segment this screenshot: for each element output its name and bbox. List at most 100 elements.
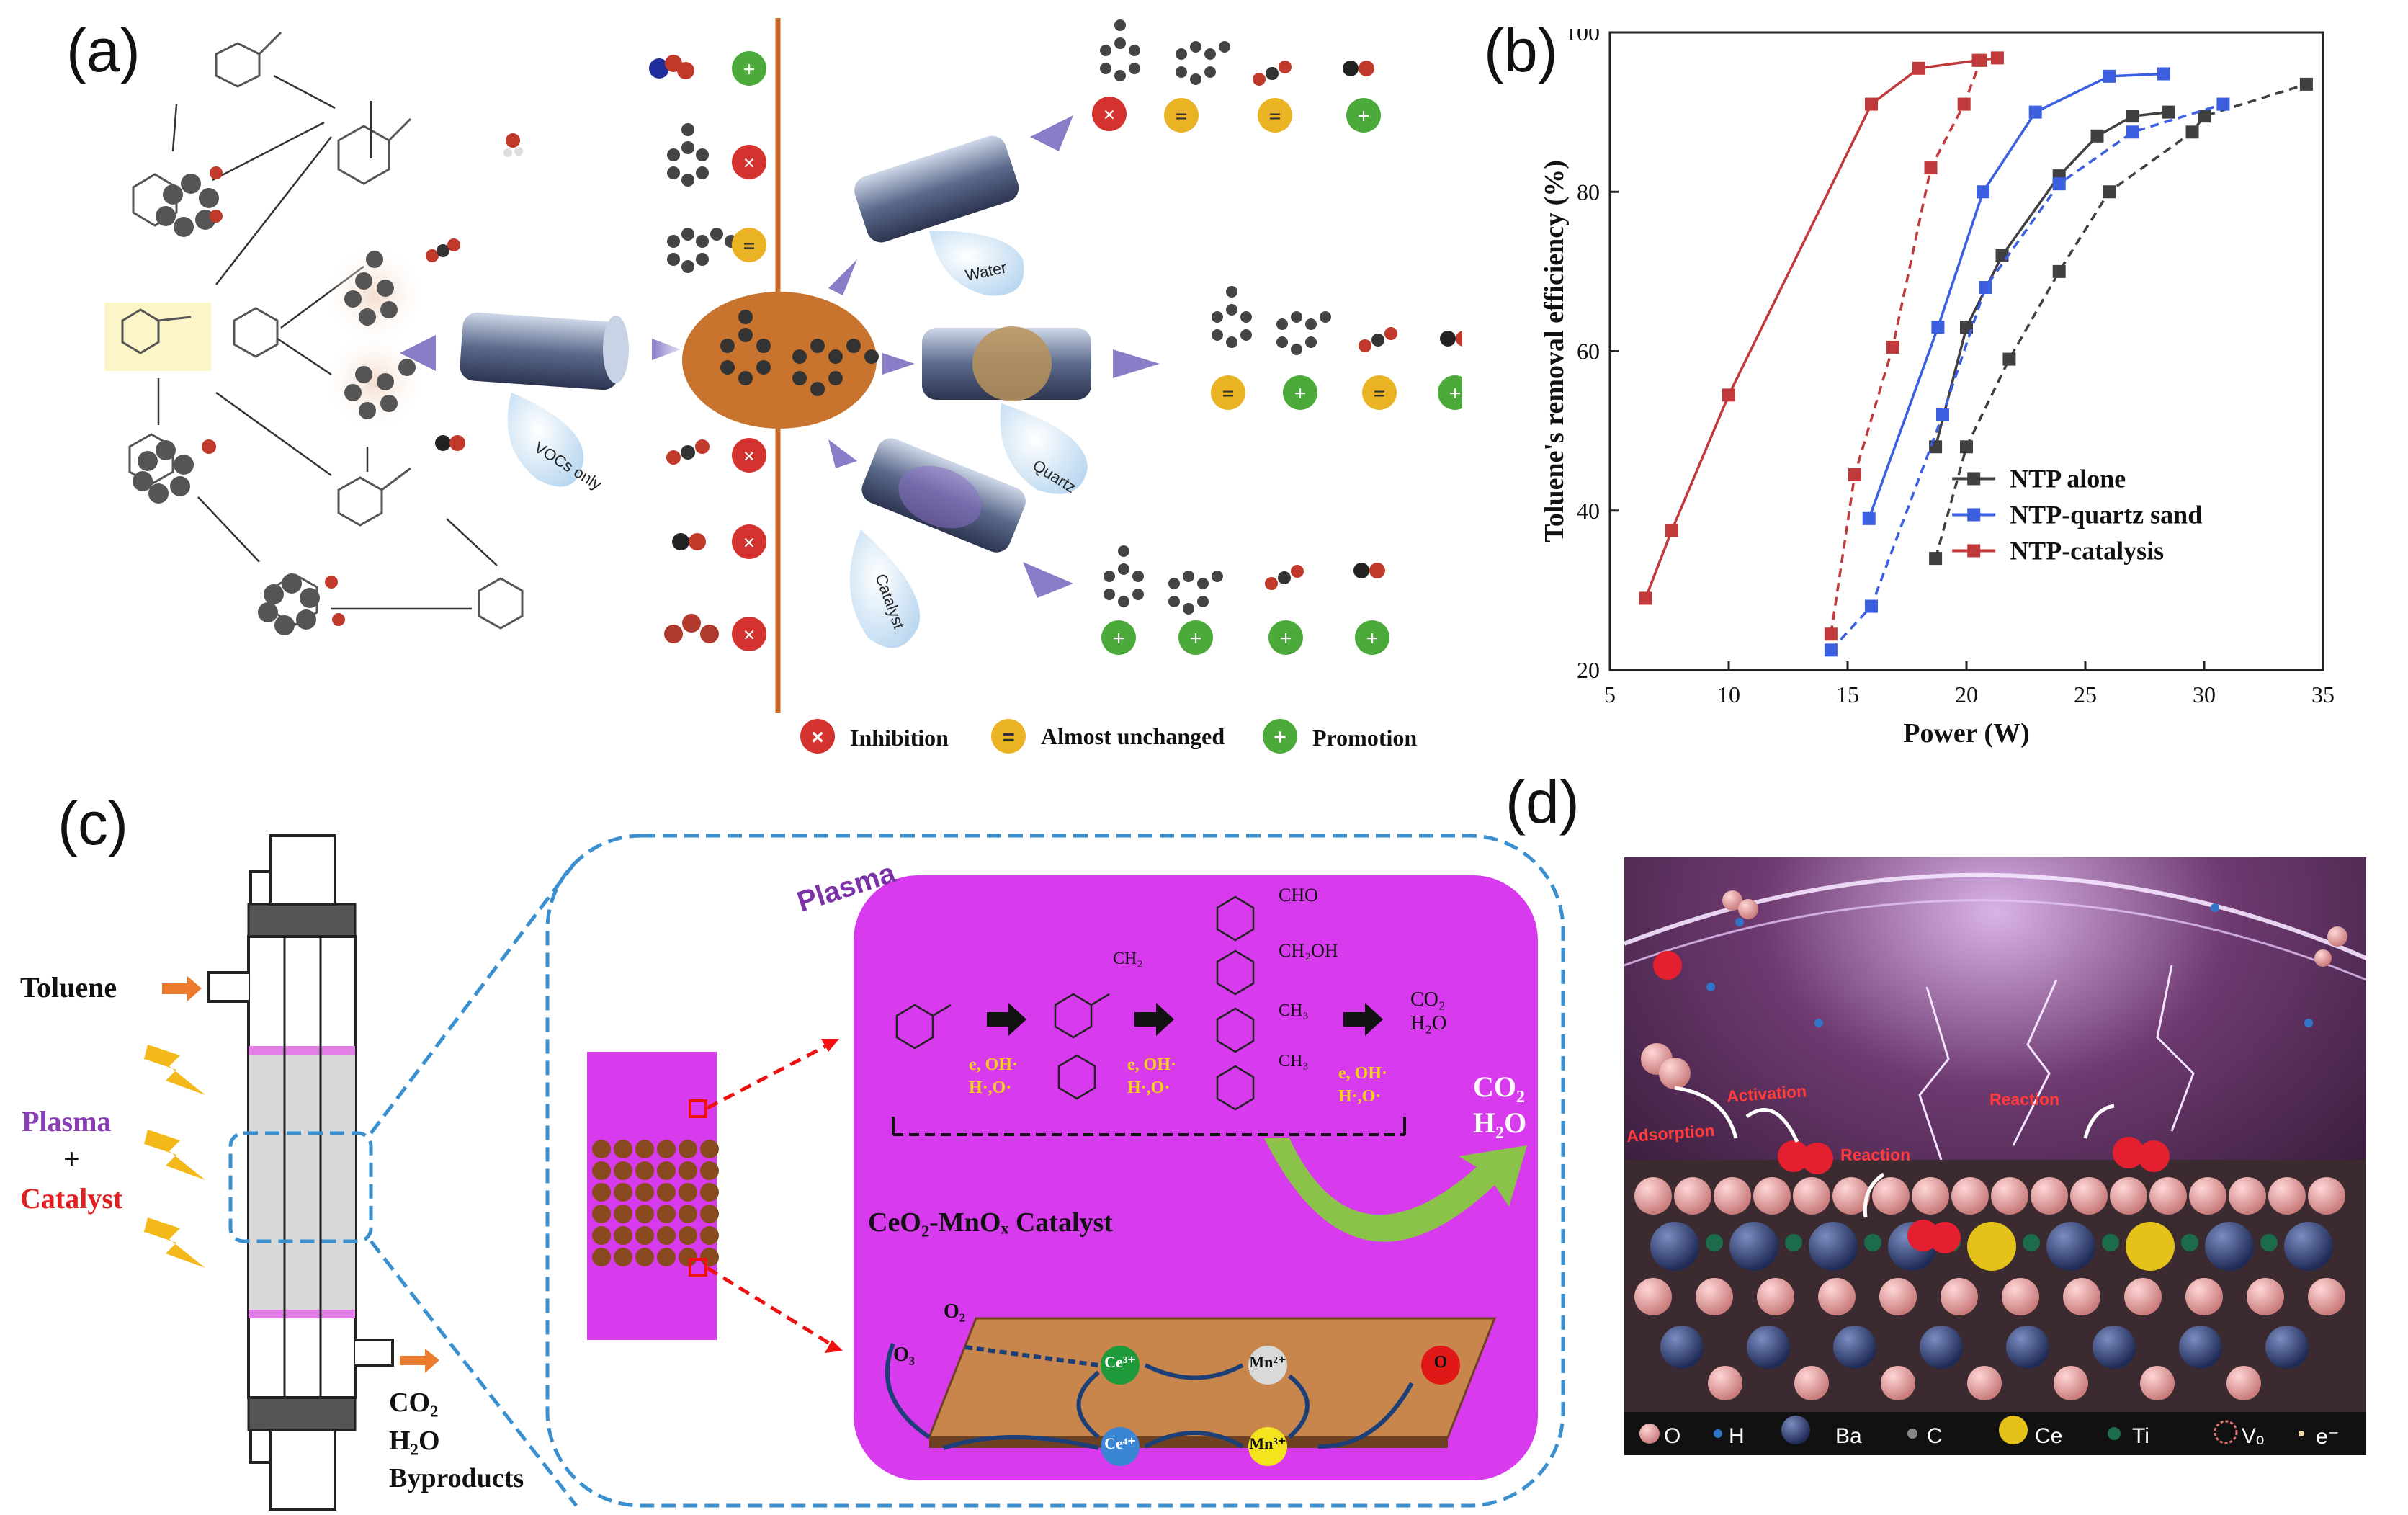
formula-ch3-a: CH₃: [1279, 1001, 1309, 1020]
data-point: [1990, 51, 2004, 65]
svg-text:+: +: [743, 58, 755, 81]
data-point: [1931, 321, 1945, 334]
catalyst-beads: [592, 1140, 719, 1266]
data-point: [1824, 643, 1838, 657]
reactor-quartz: Quartz: [882, 326, 1160, 496]
data-point: [1848, 468, 1861, 481]
legend-marker: [1967, 508, 1981, 522]
x-tick-label: 20: [1955, 681, 1978, 707]
ce4-ball: [1101, 1427, 1140, 1466]
data-point: [2052, 177, 2066, 191]
formula-cho: CHO: [1279, 885, 1318, 906]
svg-text:+: +: [1294, 382, 1306, 406]
inhibition-icon: [800, 719, 835, 754]
data-point: [1639, 591, 1652, 605]
radicals-1a: e, OH·: [969, 1055, 1018, 1074]
data-point: [1865, 97, 1878, 111]
data-point: [2126, 125, 2139, 139]
legend-ba: Ba: [1835, 1424, 1862, 1448]
legend-vo: Vₒ: [2242, 1424, 2265, 1448]
svg-text:+: +: [1189, 627, 1201, 651]
radicals-1b: H·,O·: [969, 1078, 1012, 1097]
y-tick-label: 60: [1577, 339, 1600, 365]
data-point: [1979, 281, 1992, 294]
reaction-network: [104, 31, 524, 630]
data-point: [2157, 67, 2170, 81]
panel-c-diagram: [144, 834, 1565, 1511]
output-co2: CO₂: [389, 1387, 439, 1418]
data-point: [2198, 110, 2211, 123]
lightning-icons: [144, 1045, 205, 1268]
svg-text:×: ×: [1103, 103, 1115, 127]
svg-text:+: +: [1357, 104, 1369, 128]
radicals-3a: e, OH·: [1338, 1064, 1387, 1083]
label-plus: +: [63, 1143, 80, 1175]
formula-ch3-b: CH₃: [1279, 1052, 1309, 1071]
panel-a-diagram: VOCs only Water Quartz Catalyst +: [104, 18, 1462, 754]
data-point: [1974, 53, 1987, 67]
product-co2-white: CO₂: [1473, 1071, 1525, 1103]
inlet-arrow-icon: [162, 976, 202, 1001]
toluene-molecules: [720, 310, 879, 396]
svg-text:=: =: [743, 234, 755, 258]
data-point: [1912, 61, 1925, 75]
label-reaction-2: Reaction: [1989, 1090, 2060, 1109]
surface-atoms: [1634, 1177, 2345, 1400]
data-point: [2103, 185, 2116, 199]
svg-text:=: =: [1222, 382, 1234, 406]
label-o2: O₂: [944, 1300, 966, 1323]
legend-inhibition: Inhibition: [850, 725, 949, 751]
output-h2o: H₂O: [389, 1426, 440, 1456]
data-point: [1824, 627, 1838, 641]
data-point: [1865, 599, 1878, 613]
y-tick-label: 40: [1577, 498, 1600, 524]
data-point: [2090, 129, 2104, 143]
label-mn2: Mn²⁺: [1249, 1353, 1286, 1371]
legend-marker: [1967, 472, 1981, 486]
label-toluene: Toluene: [20, 971, 117, 1004]
y-axis-label: Toluene's removal efficiency (%): [1541, 160, 1570, 542]
label-ce3: Ce³⁺: [1104, 1353, 1136, 1371]
data-point: [1960, 440, 1973, 454]
product-arrow: [1264, 1138, 1527, 1242]
svg-text:+: +: [1112, 627, 1124, 651]
svg-text:+: +: [1366, 627, 1378, 651]
svg-text:=: =: [1002, 725, 1015, 749]
x-axis-label: Power (W): [1903, 718, 2030, 748]
data-point: [1886, 340, 1899, 354]
legend-promotion: Promotion: [1312, 725, 1417, 751]
panel-d-legend-icons: [1639, 1416, 2304, 1444]
panel-label-b: (b): [1484, 17, 1558, 84]
panel-label-c: (c): [58, 790, 128, 857]
legend-e: e⁻: [2316, 1425, 2340, 1449]
legend-label: NTP-quartz sand: [2010, 501, 2202, 529]
legend-h: H: [1729, 1424, 1745, 1448]
panel-a-legend: × Inhibition = Almost unchanged + Promot…: [800, 719, 1417, 754]
o-ball: [1421, 1346, 1460, 1385]
data-point: [2002, 352, 2016, 366]
series-line-2: [1868, 72, 2164, 519]
reactor-water: Water: [828, 115, 1073, 296]
svg-text:×: ×: [743, 444, 755, 468]
svg-text:×: ×: [811, 725, 824, 749]
x-tick-label: 5: [1604, 681, 1616, 707]
formula-co2: CO₂: [1410, 988, 1446, 1011]
data-point: [2185, 125, 2199, 139]
product-h2o-white: H₂O: [1473, 1107, 1527, 1139]
svg-text:×: ×: [743, 531, 755, 555]
label-plasma-left: Plasma: [22, 1105, 112, 1138]
promotion-icon: [1263, 719, 1297, 754]
mn2-ball: [1248, 1346, 1287, 1385]
formula-ch2: CH₂: [1113, 949, 1143, 968]
catalyst-title: CeO₂-MnOₓ Catalyst: [868, 1207, 1113, 1238]
reactor-vocs-only: VOCs only: [400, 312, 681, 493]
x-tick-label: 35: [2311, 681, 2335, 707]
label-o3: O₃: [893, 1344, 916, 1366]
series-line-3: [1830, 102, 2224, 651]
data-point: [2103, 69, 2116, 83]
data-point: [1924, 161, 1938, 175]
panel-label-a: (a): [66, 17, 140, 84]
y-tick-label: 80: [1577, 179, 1600, 205]
x-tick-label: 30: [2193, 681, 2216, 707]
